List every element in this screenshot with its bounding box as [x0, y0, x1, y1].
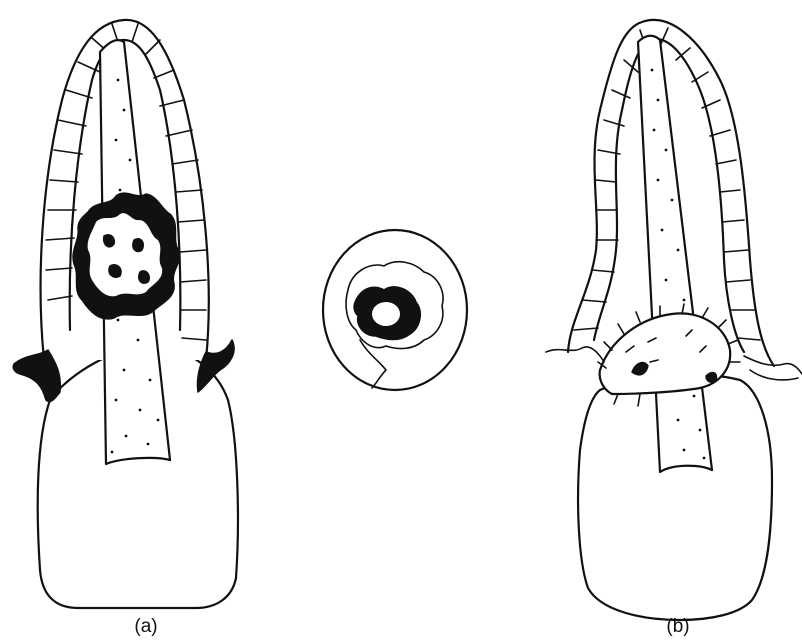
panel-a-left-attachment	[13, 350, 60, 402]
cross-section-canal	[372, 302, 400, 326]
panel-a-caption: (a)	[134, 616, 157, 637]
panel-b-lesion-mark-right	[706, 373, 716, 383]
panel-a-tooth	[13, 20, 238, 608]
cross-section-view	[323, 230, 467, 390]
panel-b-caption: (b)	[666, 616, 689, 637]
panel-b-tooth	[546, 20, 802, 620]
